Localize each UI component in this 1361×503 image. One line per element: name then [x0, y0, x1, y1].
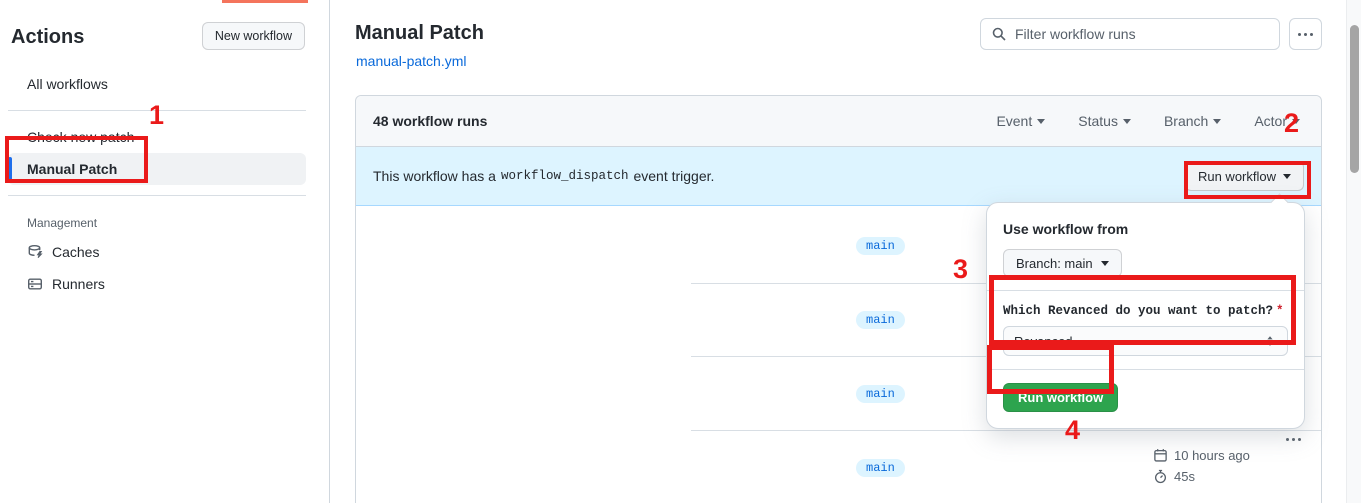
filter-status[interactable]: Status: [1078, 113, 1131, 129]
sidebar-item-check-new-patch[interactable]: Check new patch: [8, 121, 306, 153]
branch-badge[interactable]: main: [856, 385, 905, 403]
filter-runs-search[interactable]: [980, 18, 1280, 50]
chevron-down-icon: [1213, 118, 1222, 124]
run-duration: 45s: [1174, 469, 1195, 484]
divider: [691, 430, 1321, 431]
required-marker: *: [1276, 304, 1284, 318]
divider: [987, 290, 1304, 291]
runs-list-header: 48 workflow runs Event Status Branch Act…: [356, 96, 1321, 147]
filter-event[interactable]: Event: [996, 113, 1046, 129]
chevron-down-icon: [1100, 260, 1109, 266]
filter-actor[interactable]: Actor: [1254, 113, 1300, 129]
chevron-down-icon: [1283, 173, 1291, 179]
branch-badge[interactable]: main: [856, 237, 905, 255]
sidebar-item-label: Runners: [52, 276, 105, 292]
annotation-bar-top: [222, 0, 308, 3]
workflow-file-link[interactable]: manual-patch.yml: [356, 53, 467, 69]
sidebar-item-label: Caches: [52, 244, 100, 260]
stopwatch-icon: [1153, 469, 1168, 484]
branch-badge[interactable]: main: [856, 459, 905, 477]
sidebar-title: Actions: [11, 26, 85, 48]
workflow-dispatch-banner: This workflow has a workflow_dispatch ev…: [356, 147, 1321, 206]
run-meta: 10 hours ago 45s: [1153, 448, 1250, 484]
branch-select-button[interactable]: Branch: main: [1003, 249, 1122, 277]
sidebar-item-runners[interactable]: Runners: [8, 268, 306, 300]
search-icon: [991, 26, 1007, 42]
sidebar-item-label: Check new patch: [27, 129, 135, 145]
divider: [8, 110, 306, 111]
sidebar-item-label: All workflows: [27, 76, 108, 92]
scrollbar-thumb[interactable]: [1350, 25, 1359, 173]
cache-icon: [27, 244, 43, 260]
run-kebab-button[interactable]: [1278, 430, 1309, 449]
kebab-icon: [1298, 32, 1301, 36]
panel-title: Use workflow from: [1003, 221, 1129, 237]
page-scrollbar[interactable]: [1346, 0, 1361, 503]
page-title: Manual Patch: [355, 22, 484, 44]
sidebar-item-label: Manual Patch: [27, 161, 118, 177]
run-workflow-panel: Use workflow from Branch: main Which Rev…: [986, 202, 1305, 429]
actions-sidebar: Actions New workflow All workflows Check…: [0, 0, 330, 503]
banner-text: This workflow has a: [373, 168, 496, 184]
divider: [987, 369, 1304, 370]
runs-count: 48 workflow runs: [373, 113, 488, 129]
run-workflow-submit-button[interactable]: Run workflow: [1003, 383, 1119, 412]
select-value: Revanced: [1014, 333, 1073, 349]
revanced-select[interactable]: Revanced: [1003, 326, 1288, 356]
calendar-icon: [1153, 448, 1168, 463]
run-filters: Event Status Branch Actor: [996, 113, 1300, 129]
filter-branch[interactable]: Branch: [1164, 113, 1222, 129]
select-arrows-icon: [1263, 334, 1277, 348]
chevron-down-icon: [1292, 118, 1300, 124]
run-workflow-dropdown-button[interactable]: Run workflow: [1184, 161, 1304, 191]
banner-code: workflow_dispatch: [500, 169, 629, 183]
chevron-down-icon: [1037, 118, 1046, 124]
sidebar-item-caches[interactable]: Caches: [8, 236, 306, 268]
management-section-label: Management: [27, 216, 98, 230]
branch-badge[interactable]: main: [856, 311, 905, 329]
runners-icon: [27, 276, 43, 292]
kebab-icon: [1286, 438, 1289, 441]
workflow-input-label: Which Revanced do you want to patch?*: [1003, 304, 1284, 318]
sidebar-item-manual-patch[interactable]: Manual Patch: [8, 153, 306, 185]
page-kebab-button[interactable]: [1289, 18, 1322, 50]
chevron-down-icon: [1122, 118, 1131, 124]
sidebar-item-all-workflows[interactable]: All workflows: [8, 68, 306, 100]
workflow-nav: All workflows Check new patch Manual Pat…: [8, 68, 306, 300]
banner-text: event trigger.: [633, 168, 715, 184]
divider: [8, 195, 306, 196]
run-time: 10 hours ago: [1174, 448, 1250, 463]
new-workflow-button[interactable]: New workflow: [201, 22, 305, 50]
workflow-run-row[interactable]: main 10 hours ago 45: [356, 430, 1321, 503]
search-input[interactable]: [1015, 26, 1269, 42]
